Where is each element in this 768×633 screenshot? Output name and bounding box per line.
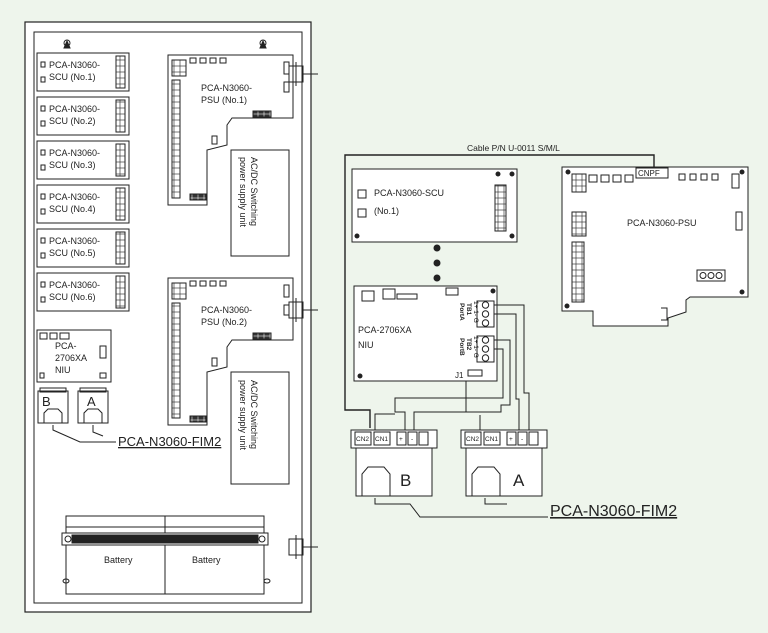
continuation-dot (433, 244, 441, 252)
psu-board (561, 166, 749, 327)
fim-module-b (37, 387, 69, 424)
scu-label-line: PCA-N3060- (49, 280, 100, 290)
scu-label-line: SCU (No.3) (49, 160, 96, 170)
tb1-name: TB1 (465, 303, 472, 316)
fim-module-a (77, 387, 109, 424)
psu-2-label-line: PSU (No.2) (201, 317, 247, 327)
scu-detail-label-line: (No.1) (374, 206, 399, 216)
scu-label-line: PCA-N3060- (49, 60, 100, 70)
supply-2-label-line: power supply unit (238, 380, 248, 451)
j1-label: J1 (455, 371, 464, 380)
mount-hole-icon (263, 578, 271, 584)
cnpf-label: CNPF (638, 169, 660, 178)
niu-label-line: PCA- (55, 341, 77, 351)
battery-right-label: Battery (192, 555, 221, 565)
fim-b-minus: - (411, 436, 413, 443)
niu-board (36, 329, 112, 383)
tb1-port: PortA (458, 303, 465, 321)
cable-line (344, 154, 655, 428)
supply-1-label-line: AC/DC Switching (249, 157, 259, 226)
hinge-icon (288, 535, 318, 559)
mount-hole-icon (62, 578, 70, 584)
key-hole-icon (63, 39, 71, 49)
battery-left-label: Battery (104, 555, 133, 565)
supply-2-label-line: AC/DC Switching (249, 380, 259, 449)
supply-1-label-line: power supply unit (238, 157, 248, 228)
scu-module (36, 228, 130, 268)
psu-board-2 (167, 277, 294, 426)
psu-1-label-line: PCA-N3060- (201, 83, 252, 93)
niu-detail-label-line: PCA-2706XA (358, 325, 412, 335)
scu-label-line: PCA-N3060- (49, 104, 100, 114)
scu-label-line: SCU (No.1) (49, 72, 96, 82)
fim-module-a-detail (460, 429, 548, 497)
fim-module-b-detail (350, 429, 438, 497)
psu-1-label-line: PSU (No.1) (201, 95, 247, 105)
scu-module (36, 272, 130, 312)
niu-label-line: NIU (55, 365, 71, 375)
fim-b-cn2: CN2 (356, 436, 369, 443)
battery-right (164, 515, 265, 595)
fim-b-plus: + (399, 436, 403, 443)
fim-a-plus: + (509, 436, 513, 443)
scu-label-2: PCA-N3060- SCU (No.2) (49, 104, 100, 126)
scu-label-line: SCU (No.2) (49, 116, 96, 126)
scu-module (36, 184, 130, 224)
fim-leader-line (52, 425, 116, 443)
tb-wires (374, 304, 530, 430)
scu-detail-label-line: PCA-N3060-SCU (374, 188, 444, 198)
continuation-dot (433, 274, 441, 282)
scu-label-6: PCA-N3060- SCU (No.6) (49, 280, 100, 302)
scu-label-line: PCA-N3060- (49, 148, 100, 158)
scu-board (351, 168, 518, 243)
fim-label-left: PCA-N3060-FIM2 (118, 434, 221, 449)
psu-detail-label: PCA-N3060-PSU (627, 218, 697, 228)
psu-2-label-line: PCA-N3060- (201, 305, 252, 315)
fim-label-leader (374, 498, 548, 518)
scu-label-3: PCA-N3060- SCU (No.3) (49, 148, 100, 170)
cable-label: Cable P/N U-0011 S/M/L (467, 143, 560, 153)
niu-board-detail (353, 285, 498, 382)
scu-label-5: PCA-N3060- SCU (No.5) (49, 236, 100, 258)
fim-a-letter: A (87, 394, 96, 409)
psu-board-1 (167, 54, 294, 206)
power-supply-unit-1 (230, 149, 290, 257)
tb2-name: TB2 (465, 338, 472, 351)
wiring-detail (344, 154, 749, 518)
fim-b-detail-letter: B (400, 471, 411, 490)
scu-module (36, 96, 130, 136)
continuation-dot (433, 259, 441, 267)
niu-detail-label-line: NIU (358, 340, 374, 350)
power-supply-unit-2 (230, 371, 290, 485)
scu-label-line: SCU (No.6) (49, 292, 96, 302)
scu-label-1: PCA-N3060- SCU (No.1) (49, 60, 100, 82)
cabinet (24, 21, 318, 613)
fim-b-cn1: CN1 (375, 436, 388, 443)
battery-bracket (61, 532, 269, 546)
scu-label-4: PCA-N3060- SCU (No.4) (49, 192, 100, 214)
fim-leader-line (92, 425, 104, 437)
scu-label-line: SCU (No.5) (49, 248, 96, 258)
scu-label-line: PCA-N3060- (49, 192, 100, 202)
scu-label-line: SCU (No.4) (49, 204, 96, 214)
scu-label-line: PCA-N3060- (49, 236, 100, 246)
scu-module (36, 52, 130, 92)
fim-a-detail-letter: A (513, 471, 525, 490)
fim-a-cn2: CN2 (466, 436, 479, 443)
fim-label-leader (484, 498, 507, 505)
fim-a-cn1: CN1 (485, 436, 498, 443)
fim-a-minus: - (521, 436, 523, 443)
niu-label-line: 2706XA (55, 353, 87, 363)
key-hole-icon (259, 39, 267, 49)
tb1-pins: 1+ 1- G (472, 301, 479, 323)
tb2-pins: 1+ 1- G (472, 336, 479, 358)
scu-module (36, 140, 130, 180)
fim-b-letter: B (42, 394, 51, 409)
fim-label-right: PCA-N3060-FIM2 (550, 503, 677, 520)
tb2-port: PortB (458, 338, 465, 356)
